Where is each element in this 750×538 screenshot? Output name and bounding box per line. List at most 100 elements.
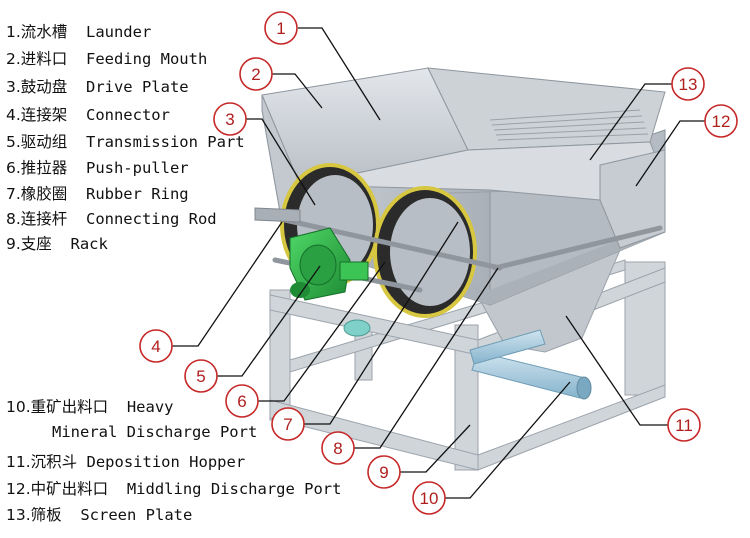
legend-en: Drive Plate <box>85 78 189 96</box>
callout-number: 5 <box>196 367 205 386</box>
callout-circle <box>412 481 446 515</box>
legend-item-5: 5.驱动组 Transmission Part <box>6 132 245 152</box>
callout-circle <box>667 408 701 442</box>
legend-item-12: 12.中矿出料口 Middling Discharge Port <box>6 479 341 499</box>
legend-item-8: 8.连接杆 Connecting Rod <box>6 209 217 229</box>
legend-zh: 驱动组 <box>20 133 68 151</box>
callout-number: 7 <box>283 415 292 434</box>
legend-num: 2. <box>6 50 21 68</box>
legend-item-13: 13.筛板 Screen Plate <box>6 505 192 525</box>
legend-zh: 连接架 <box>20 106 68 124</box>
callout-number: 1 <box>276 19 285 38</box>
legend-num: 1. <box>6 23 21 41</box>
callout-circle <box>264 11 298 45</box>
legend-zh: 鼓动盘 <box>20 78 68 96</box>
legend-en: Rubber Ring <box>85 185 189 203</box>
legend-item-6: 6.推拉器 Push-puller <box>6 158 189 178</box>
legend-num: 11. <box>6 453 31 471</box>
legend-num: 6. <box>6 159 21 177</box>
legend-num: 7. <box>6 185 21 203</box>
callout-circle <box>271 407 305 441</box>
callout-5: 5 <box>184 359 218 393</box>
legend-num: 5. <box>6 133 21 151</box>
callout-circle <box>321 431 355 465</box>
rack-frame <box>269 259 666 471</box>
legend-num: 9. <box>6 235 21 253</box>
callout-circle <box>139 329 173 363</box>
legend-en: Screen Plate <box>80 506 193 524</box>
legend-en: Push-puller <box>85 159 189 177</box>
callout-7: 7 <box>271 407 305 441</box>
callout-6: 6 <box>225 384 259 418</box>
callout-1: 1 <box>264 11 298 45</box>
callout-circle <box>184 359 218 393</box>
legend-zh: 推拉器 <box>20 159 68 177</box>
legend-en: Launder <box>85 23 152 41</box>
callout-number: 2 <box>251 65 260 84</box>
callout-3: 3 <box>213 102 247 136</box>
legend-item-7: 7.橡胶圈 Rubber Ring <box>6 184 189 204</box>
legend-en: Connector <box>85 106 170 124</box>
legend-num: 13. <box>6 506 31 524</box>
legend-zh: 进料口 <box>20 50 68 68</box>
legend-item-3: 3.鼓动盘 Drive Plate <box>6 77 189 97</box>
legend-zh: 流水槽 <box>20 23 68 41</box>
callout-number: 3 <box>225 110 234 129</box>
connector-frame <box>254 207 301 223</box>
callout-circle <box>239 57 273 91</box>
callout-number: 13 <box>679 75 698 94</box>
legend-zh: 筛板 <box>30 506 62 524</box>
middling-discharge-hood <box>599 149 666 249</box>
legend-en: Rack <box>70 235 108 253</box>
callout-circle <box>225 384 259 418</box>
callout-number: 9 <box>379 463 388 482</box>
callout-12: 12 <box>704 104 738 138</box>
legend-num: 8. <box>6 210 21 228</box>
legend-en: Heavy <box>126 398 174 416</box>
callout-number: 12 <box>712 112 731 131</box>
callout-11: 11 <box>667 408 701 442</box>
callout-circle <box>367 455 401 489</box>
callout-number: 8 <box>333 439 342 458</box>
leader-lines <box>172 27 705 499</box>
discharge-pipe <box>469 329 592 400</box>
callout-circle <box>671 67 705 101</box>
legend-num: 3. <box>6 78 21 96</box>
transmission-part <box>289 227 369 301</box>
callout-number: 11 <box>675 416 693 435</box>
callout-number: 6 <box>237 392 246 411</box>
callout-4: 4 <box>139 329 173 363</box>
legend-num: 10. <box>6 398 31 416</box>
blue-coupling <box>343 319 371 337</box>
legend-item-10: 10.重矿出料口 Heavy <box>6 397 174 417</box>
legend-zh: 支座 <box>20 235 52 253</box>
callout-9: 9 <box>367 455 401 489</box>
legend-zh: 中矿出料口 <box>30 480 109 498</box>
legend-en: Connecting Rod <box>85 210 217 228</box>
legend-zh: 橡胶圈 <box>20 185 68 203</box>
legend-en: Feeding Mouth <box>85 50 208 68</box>
legend-item-4: 4.连接架 Connector <box>6 105 170 125</box>
callout-8: 8 <box>321 431 355 465</box>
legend-item-10-cont: Mineral Discharge Port <box>52 422 257 442</box>
callout-number: 4 <box>151 337 160 356</box>
legend-num: 4. <box>6 106 21 124</box>
callout-13: 13 <box>671 67 705 101</box>
callout-circle <box>213 102 247 136</box>
legend-zh: 连接杆 <box>20 210 68 228</box>
callout-circle <box>704 104 738 138</box>
legend-zh: 重矿出料口 <box>30 398 109 416</box>
callout-10: 10 <box>412 481 446 515</box>
callout-number: 10 <box>420 489 439 508</box>
legend-en: Mineral Discharge Port <box>52 423 258 441</box>
legend-en: Middling Discharge Port <box>126 480 342 498</box>
legend-item-9: 9.支座 Rack <box>6 234 108 254</box>
legend-item-11: 11.沉积斗 Deposition Hopper <box>6 452 245 472</box>
legend-en: Deposition Hopper <box>86 453 246 471</box>
legend-item-1: 1.流水槽 Launder <box>6 22 151 42</box>
legend-en: Transmission Part <box>85 133 245 151</box>
legend-item-2: 2.进料口 Feeding Mouth <box>6 49 207 69</box>
